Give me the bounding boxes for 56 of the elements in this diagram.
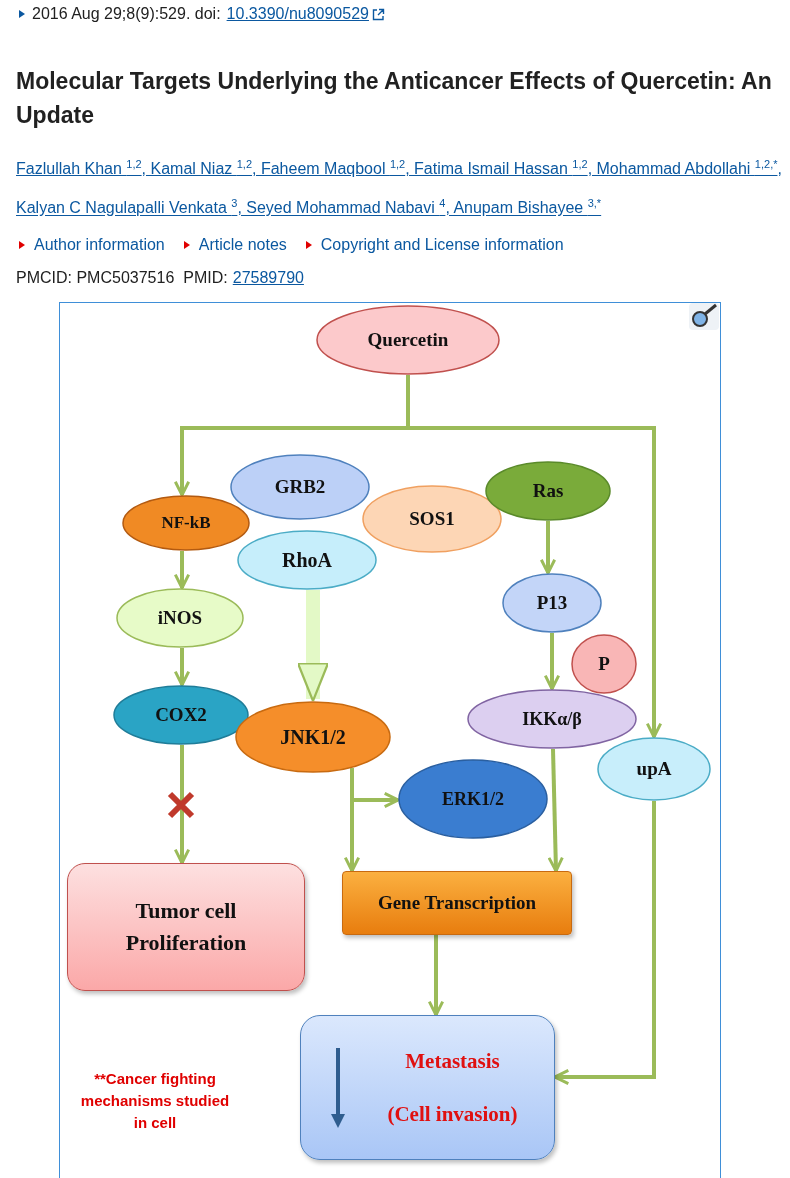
node-label: P13 <box>536 591 568 616</box>
node-label: RhoA <box>282 547 332 573</box>
node-label: IKKα/β <box>522 707 582 731</box>
node-label: Quercetin <box>367 328 449 353</box>
arrow <box>543 633 561 691</box>
node-label: (Cell invasion) <box>387 1100 518 1128</box>
oval-node <box>122 495 250 551</box>
oval-node <box>467 689 637 749</box>
node-label: GRB2 <box>274 475 326 500</box>
node-label: JNK1/2 <box>280 724 346 750</box>
arrow <box>539 521 557 575</box>
arrow <box>427 935 445 1017</box>
node-label: ERK1/2 <box>442 787 504 811</box>
oval-node <box>502 573 602 633</box>
oval-node <box>113 685 249 745</box>
arrow <box>173 745 191 865</box>
oval-node <box>235 701 391 773</box>
pmid-link: 27589790 <box>232 269 304 287</box>
arrow <box>173 648 191 687</box>
node-label: NF-kB <box>161 511 211 534</box>
node-label: iNOS <box>157 606 203 631</box>
citation-text: 2016 Aug 29;8(9):529. doi: <box>32 5 221 23</box>
block-arrow <box>296 589 330 702</box>
oval-node <box>237 530 377 590</box>
oval-node <box>597 737 711 801</box>
arrow <box>343 768 361 873</box>
doi-link: 10.3390/nu8090529 <box>226 5 369 23</box>
process-box <box>342 871 572 935</box>
oval-node <box>398 759 548 839</box>
article-title: Molecular Targets Underlying the Anticancer Effects of Quercetin: An Update <box>16 67 773 130</box>
node-label: Ras <box>532 479 564 504</box>
oval-node <box>316 305 500 375</box>
process-box <box>67 863 305 991</box>
oval-node <box>362 485 502 553</box>
arrow <box>547 748 564 873</box>
oval-node <box>230 454 370 520</box>
process-box <box>300 1015 555 1160</box>
node-label: Tumor cell Proliferation <box>124 897 248 957</box>
oval-node <box>571 634 637 694</box>
pmcid-text: PMCID: PMC5037516 <box>16 269 175 287</box>
node-label: upA <box>636 757 672 782</box>
arrow <box>553 801 656 1086</box>
oval-node <box>116 588 244 648</box>
node-label: Gene Transcription <box>377 891 537 916</box>
info-link: Article notes <box>198 236 287 254</box>
node-label: COX2 <box>155 703 207 728</box>
info-link: Copyright and License information <box>320 236 564 254</box>
arrow <box>173 550 191 590</box>
node-label: SOS1 <box>409 507 455 532</box>
node-label: Metastasis <box>405 1048 500 1076</box>
note-text: **Cancer fighting mechanisms studied in cell <box>79 1069 231 1133</box>
info-link: Author information <box>34 236 165 254</box>
author-list: Fazlullah Khan $^{1,2}$, Kamal Niaz $^{1,2}$, Faheem Maqbool $^{1,2}$, Fatima Ismail Hassan $^{1,2}$, Mohammad Abdollahi $^{1,2,*}$, Kalyan C Nagulapalli Venkata $^{3}$, Seyed Mohammad Nabavi $^{4}$, Anupam Bishayee $^{3,*}$ <box>16 147 790 226</box>
pmid-label: PMID: <box>183 269 228 287</box>
oval-node <box>485 461 611 521</box>
node-label: P <box>598 652 610 677</box>
